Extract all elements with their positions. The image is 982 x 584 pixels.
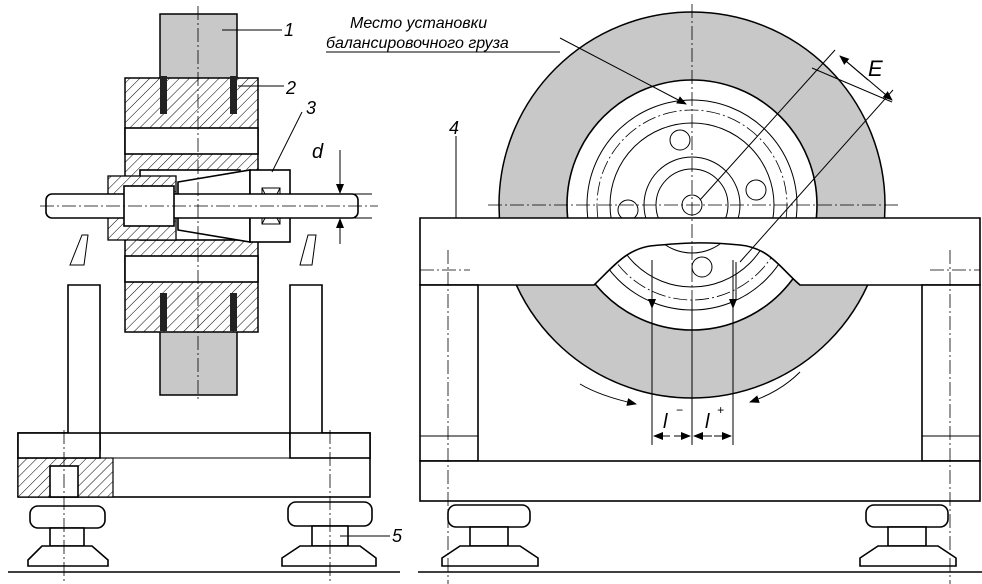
balance-weight-label-line1: Место установки xyxy=(350,15,487,32)
support-left xyxy=(67,284,101,451)
label-l-minus-sup: − xyxy=(676,403,683,417)
label-l-plus-sup: + xyxy=(717,403,724,417)
right-view: l − l + E 4 Место установки балансировоч… xyxy=(326,4,982,584)
foot-right-right-view xyxy=(859,504,957,567)
foot-right xyxy=(281,501,377,567)
support-right xyxy=(289,284,323,451)
callout-1: 1 xyxy=(284,20,294,40)
callout-2: 2 xyxy=(285,78,296,98)
foot-left xyxy=(27,505,109,567)
label-l-minus: l xyxy=(663,411,668,433)
foot-left-right-view xyxy=(441,504,539,567)
left-view: d 1 2 3 5 xyxy=(8,6,403,584)
balance-weight-label-line2: балансировочного груза xyxy=(326,35,509,52)
callout-5: 5 xyxy=(392,526,403,546)
label-E: E xyxy=(868,56,883,81)
callout-3: 3 xyxy=(306,98,316,118)
frame-top-beam xyxy=(419,217,981,286)
frame-base xyxy=(419,460,981,502)
callout-4: 4 xyxy=(449,118,459,138)
label-l-plus: l xyxy=(705,411,710,433)
label-d: d xyxy=(312,141,324,163)
